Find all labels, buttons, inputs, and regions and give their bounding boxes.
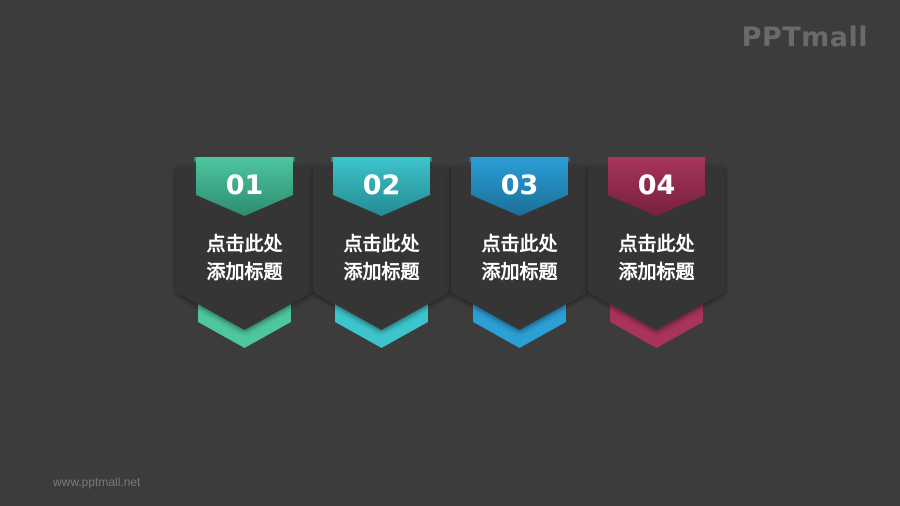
step-card-1: 01 点击此处 添加标题 — [176, 0, 313, 506]
brand-logo: PPTmall — [741, 22, 868, 53]
card-number: 04 — [637, 170, 676, 201]
ribbon-tab-icon — [471, 157, 568, 216]
step-card-4: 04 点击此处 添加标题 — [588, 0, 725, 506]
step-card-2: 02 点击此处 添加标题 — [313, 0, 450, 506]
card-title-line-1: 点击此处 — [343, 233, 420, 255]
card-number: 01 — [225, 170, 264, 201]
step-card-3: 03 点击此处 添加标题 — [451, 0, 588, 506]
card-body — [313, 166, 450, 330]
card-title-line-1: 点击此处 — [206, 233, 283, 255]
card-title: 点击此处 添加标题 — [176, 230, 313, 286]
card-shape — [588, 157, 725, 348]
card-shape — [313, 157, 450, 348]
card-shape — [176, 157, 313, 348]
card-title-line-2: 添加标题 — [206, 261, 283, 283]
card-title: 点击此处 添加标题 — [313, 230, 450, 286]
card-title-line-1: 点击此处 — [481, 233, 558, 255]
card-title-line-2: 添加标题 — [481, 261, 558, 283]
ribbon-tab-icon — [196, 157, 293, 216]
card-title: 点击此处 添加标题 — [588, 230, 725, 286]
ribbon-tab-icon — [608, 157, 705, 216]
card-shape — [451, 157, 588, 348]
ribbon-tab-icon — [333, 157, 430, 216]
card-title: 点击此处 添加标题 — [451, 230, 588, 286]
card-title-line-2: 添加标题 — [618, 261, 695, 283]
card-number: 02 — [362, 170, 401, 201]
card-title-line-1: 点击此处 — [618, 233, 695, 255]
card-body — [176, 166, 313, 330]
footer-url: www.pptmall.net — [53, 475, 141, 489]
card-number: 03 — [500, 170, 539, 201]
card-title-line-2: 添加标题 — [343, 261, 420, 283]
card-body — [588, 166, 725, 330]
card-body — [451, 166, 588, 330]
